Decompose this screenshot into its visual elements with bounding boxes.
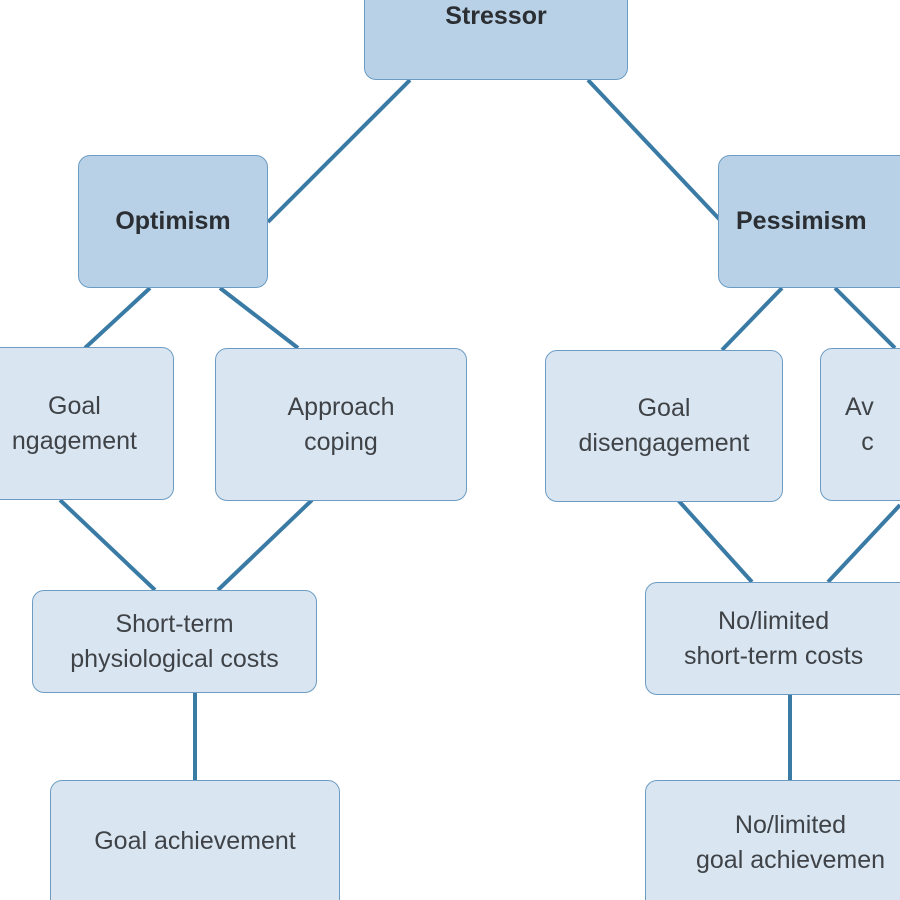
goal-achievement-label: Goal achievement: [94, 827, 296, 855]
connector-optimism-approach-coping: [218, 286, 300, 350]
connector-stressor-pessimism: [586, 78, 724, 224]
connector-goal-engagement-short-term-costs: [58, 498, 157, 592]
stressor-label: Stressor: [445, 2, 547, 30]
limited-short-term-costs-label: No/limited short-term costs: [684, 606, 864, 670]
connector-pessimism-goal-disengagement: [720, 286, 784, 352]
avoidance-coping-label: Av c: [845, 392, 874, 456]
goal-engagement-box: Goal ngagement: [0, 347, 174, 500]
connector-avoidance-coping-limited-costs: [826, 503, 900, 584]
connector-stressor-optimism: [266, 78, 412, 224]
limited-goal-achievement-label: No/limited goal achievemen: [696, 810, 886, 874]
limited-goal-achievement-box: No/limited goal achievemen: [645, 780, 900, 900]
optimism-box: Optimism: [78, 155, 268, 288]
short-term-costs-box: Short-term physiological costs: [32, 590, 317, 693]
goal-engagement-label: Goal ngagement: [11, 391, 137, 455]
avoidance-coping-box: Av c: [820, 348, 900, 501]
approach-coping-box: Approach coping: [215, 348, 467, 501]
connector-approach-coping-short-term-costs: [216, 498, 314, 592]
limited-short-term-costs-box: No/limited short-term costs: [645, 582, 900, 695]
pessimism-box: Pessimism: [718, 155, 900, 288]
approach-coping-label: Approach coping: [287, 392, 395, 456]
optimism-label: Optimism: [115, 207, 231, 235]
goal-disengagement-box: Goal disengagement: [545, 350, 783, 502]
connector-goal-disengagement-limited-costs: [676, 498, 754, 584]
goal-disengagement-label: Goal disengagement: [578, 394, 750, 457]
connector-optimism-goal-engagement: [83, 286, 152, 350]
stressor-box: Stressor: [364, 0, 628, 80]
connector-pessimism-avoidance-coping: [833, 286, 897, 350]
goal-achievement-box: Goal achievement: [50, 780, 340, 900]
pessimism-label: Pessimism: [736, 207, 867, 235]
short-term-costs-label: Short-term physiological costs: [70, 609, 279, 673]
